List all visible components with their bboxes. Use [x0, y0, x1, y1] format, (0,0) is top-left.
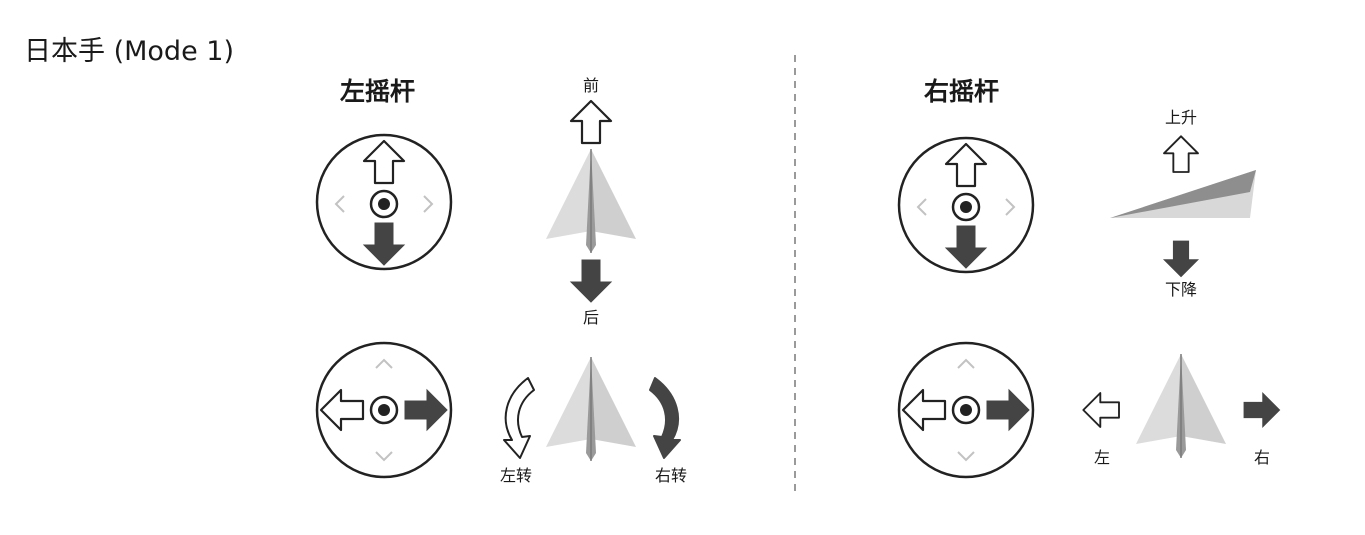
yaw-left-label: 左转: [499, 466, 532, 485]
yaw-right-arrow-icon: [649, 377, 681, 459]
roll-left-arrow-icon: [1082, 392, 1120, 428]
right-stick-throttle: [897, 136, 1035, 274]
chevron-left-icon: [916, 198, 927, 216]
roll-right-arrow-icon: [1243, 392, 1281, 428]
ascend-label: 上升: [1164, 108, 1197, 127]
chevron-down-icon: [957, 451, 975, 462]
right-stick-roll: [897, 341, 1035, 479]
chevron-down-icon: [375, 451, 393, 462]
left-stick-pitch: [315, 133, 453, 271]
backward-arrow-icon: [570, 259, 612, 303]
plane-pitch-icon: [545, 148, 637, 254]
descend-arrow-icon: [1163, 240, 1199, 278]
chevron-up-icon: [957, 358, 975, 369]
backward-label: 后: [582, 308, 599, 327]
roll-left-label: 左: [1093, 448, 1110, 467]
chevron-left-icon: [334, 195, 345, 213]
right-stick-title: 右摇杆: [924, 77, 1000, 106]
forward-label: 前: [582, 76, 599, 95]
yaw-left-arrow-icon: [503, 377, 535, 459]
plane-roll-icon: [1135, 353, 1227, 459]
stick-knob-icon: [960, 201, 972, 213]
forward-arrow-icon: [569, 99, 613, 145]
stick-knob-icon: [378, 404, 390, 416]
left-stick-yaw: [315, 341, 453, 479]
chevron-right-icon: [1005, 198, 1016, 216]
plane-side-icon: [1110, 170, 1256, 218]
roll-right-label: 右: [1253, 448, 1270, 467]
descend-label: 下降: [1164, 280, 1197, 299]
chevron-right-icon: [423, 195, 434, 213]
stick-knob-icon: [960, 404, 972, 416]
plane-yaw-icon: [545, 356, 637, 462]
stick-knob-icon: [378, 198, 390, 210]
page-title: 日本手 (Mode 1): [24, 36, 234, 67]
yaw-right-label: 右转: [654, 466, 687, 485]
left-stick-title: 左摇杆: [340, 77, 416, 106]
ascend-arrow-icon: [1163, 135, 1199, 173]
chevron-up-icon: [375, 358, 393, 369]
